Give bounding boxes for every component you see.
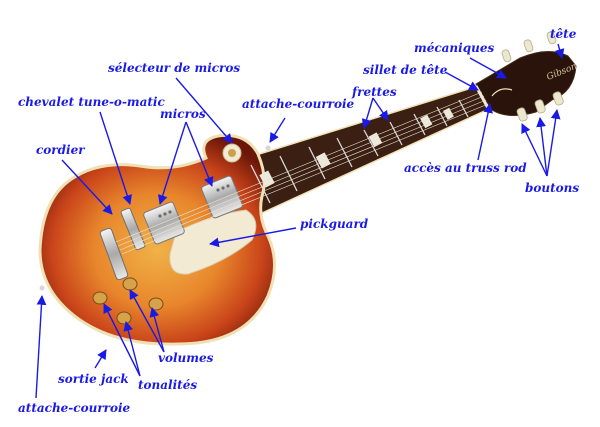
pickup-selector-switch (222, 143, 242, 163)
guitar-strings (115, 91, 489, 255)
fretboard-frets (250, 99, 469, 204)
label-mecaniques: mécaniques (414, 41, 494, 55)
label-cordier: cordier (36, 143, 86, 157)
label-tonalites: tonalités (138, 378, 197, 392)
label-truss: accès au truss rod (404, 161, 527, 175)
label-sortie: sortie jack (58, 372, 129, 386)
electric-guitar-illustration: Gibson (38, 31, 579, 346)
tuning-pegs (501, 31, 564, 122)
label-frettes: frettes (351, 85, 397, 99)
label-micros: micros (160, 107, 206, 121)
tailpiece (99, 227, 129, 281)
label-volumes: volumes (158, 351, 214, 365)
tune-o-matic-bridge (120, 207, 146, 251)
label-sillet: sillet de tête (363, 63, 448, 77)
guitar-headstock: Gibson (475, 51, 579, 116)
annotation-labels: tête mécaniques sillet de tête sélecteur… (18, 27, 579, 415)
label-attache-bottom: attache-courroie (18, 401, 131, 415)
label-boutons: boutons (525, 181, 579, 195)
strap-button-top (265, 145, 271, 151)
label-pickguard: pickguard (300, 217, 369, 231)
annotation-arrows (35, 43, 565, 399)
strap-button-bottom (39, 285, 45, 291)
label-attache-top: attache-courroie (242, 97, 355, 111)
label-selecteur: sélecteur de micros (108, 61, 240, 75)
control-knobs (92, 277, 164, 325)
label-tete: tête (550, 27, 577, 41)
label-chevalet: chevalet tune-o-matic (18, 95, 165, 109)
